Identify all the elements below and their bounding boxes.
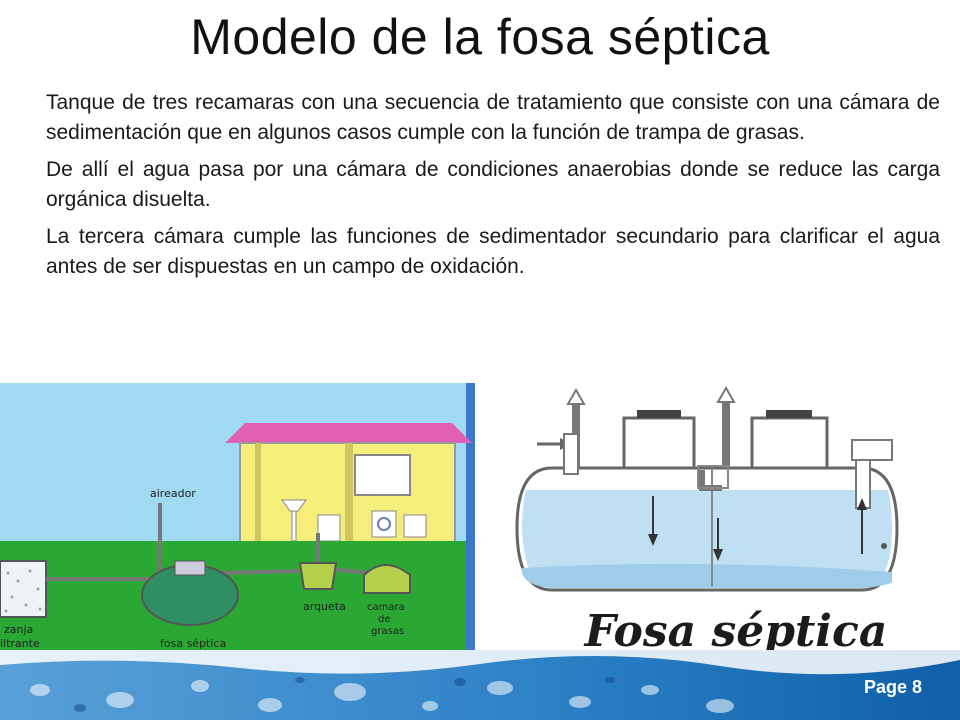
arqueta-box: [298, 562, 338, 590]
label-grasas: grasas: [371, 626, 404, 637]
frame-edge: [466, 383, 475, 663]
grease-chamber: [363, 564, 411, 594]
gravel-trench: [0, 560, 47, 618]
cover-1: [637, 410, 681, 418]
tank-cross-section: Fosa séptica: [512, 378, 960, 663]
label-aireador: aireador: [150, 487, 196, 500]
fosa-caption: Fosa séptica: [583, 606, 888, 657]
label-zanja: zanja: [4, 623, 33, 636]
septic-system-illustration: aireador arqueta camara de grasas zanja …: [0, 383, 475, 663]
house-roof: [225, 423, 472, 443]
paragraph-3: La tercera cámara cumple las funciones d…: [46, 225, 940, 278]
cover-2: [766, 410, 812, 418]
label-de: de: [378, 614, 391, 625]
slide-title: Modelo de la fosa séptica: [190, 9, 770, 65]
label-filtrante: iltrante: [0, 637, 40, 650]
label-camara: camara: [367, 602, 405, 613]
tank-water: [522, 490, 892, 588]
paragraph-2: De allí el agua pasa por una cámara de c…: [46, 158, 940, 211]
house-window: [354, 454, 411, 496]
label-arqueta: arqueta: [303, 600, 346, 613]
label-fosa-septica: fosa séptica: [160, 637, 226, 650]
slide-body: Tanque de tres recamaras con una secuenc…: [46, 88, 940, 289]
footer-water-band: [0, 650, 960, 720]
paragraph-1: Tanque de tres recamaras con una secuenc…: [46, 91, 940, 144]
page-number: Page 8: [863, 677, 922, 697]
